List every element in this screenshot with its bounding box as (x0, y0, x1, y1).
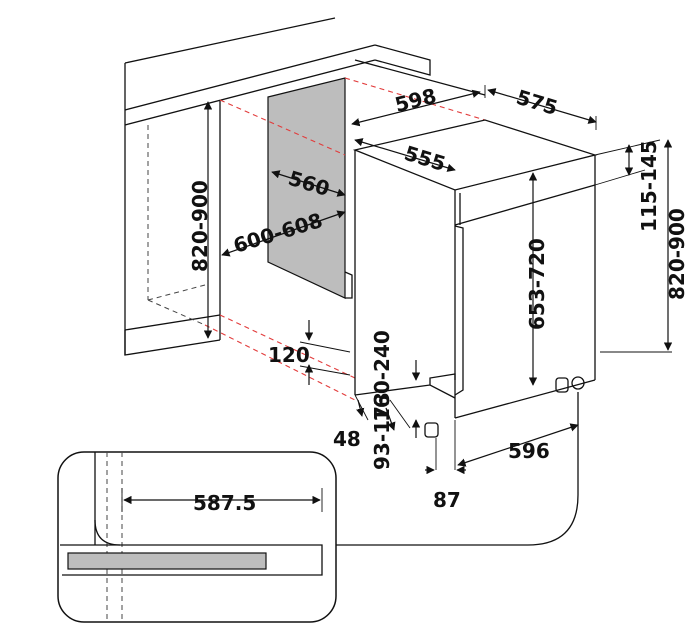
dimension-labels: 598 575 555 560 600-608 820-900 820-900 … (188, 83, 689, 515)
label-115-145: 115-145 (637, 140, 661, 232)
label-87: 87 (433, 488, 461, 512)
label-575: 575 (514, 85, 561, 120)
worktop (124, 17, 486, 126)
dishwasher-body (352, 119, 598, 438)
detail-callout (57, 392, 579, 623)
label-160-240: 160-240 (370, 330, 394, 422)
label-820-900-right: 820-900 (665, 208, 689, 300)
label-48: 48 (333, 427, 361, 451)
label-587-5: 587.5 (193, 491, 256, 515)
label-820-900-left: 820-900 (188, 180, 212, 272)
label-653-720: 653-720 (525, 238, 549, 330)
label-555: 555 (402, 141, 449, 176)
label-93-173: 93-173 (370, 392, 394, 470)
label-598: 598 (392, 83, 438, 116)
label-120: 120 (268, 343, 310, 367)
label-596: 596 (508, 439, 550, 463)
